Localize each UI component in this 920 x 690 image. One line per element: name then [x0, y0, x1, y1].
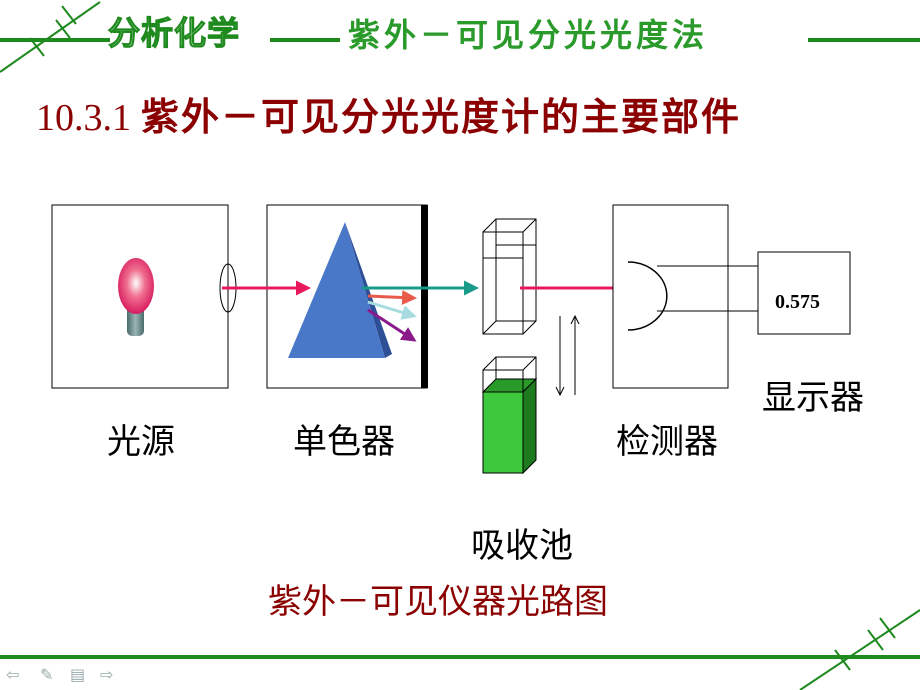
cuvette-lower [481, 356, 538, 475]
label-absorption-cell: 吸收池 [471, 526, 573, 566]
label-display: 显示器 [762, 378, 864, 418]
menu-icon[interactable]: ▤ [70, 665, 86, 684]
exchange-arrow-up-head [570, 314, 580, 325]
cuvette-upper [482, 218, 537, 335]
pen-icon[interactable]: ✎ [40, 665, 54, 684]
display-reading: 0.575 [775, 291, 820, 313]
exit-slit-bar [421, 205, 428, 388]
beam-cyan [367, 300, 417, 320]
detector-photocell [627, 261, 668, 331]
section-number: 10.3.1 [36, 97, 131, 139]
diagram-caption: 紫外－可见仪器光路图 [268, 582, 608, 622]
chapter-title: 紫外－可见分光光度法 [348, 16, 709, 54]
corner-decoration-bottom-right [799, 609, 920, 690]
banner-line-mid [270, 38, 340, 42]
beam-red [367, 289, 417, 305]
banner-line-left [0, 38, 110, 42]
banner-line-right [808, 38, 920, 42]
display-box [757, 251, 851, 335]
subject-logo: 分析化学 [107, 13, 241, 52]
beam-purple [367, 308, 417, 342]
label-monochromator: 单色器 [293, 422, 395, 462]
prism-front [288, 222, 385, 358]
forward-arrow-icon[interactable]: ⇨ [100, 665, 114, 684]
prism-side [345, 222, 392, 358]
label-light-source: 光源 [107, 422, 175, 462]
back-arrow-icon[interactable]: ⇦ [6, 665, 20, 684]
label-detector: 检测器 [616, 422, 718, 462]
exchange-arrow-down-head [555, 386, 565, 397]
lamp-bulb [118, 258, 154, 314]
section-title: 紫外－可见分光光度计的主要部件 [141, 94, 742, 139]
detector-box [612, 204, 729, 389]
corner-decoration-top-left [0, 1, 101, 73]
